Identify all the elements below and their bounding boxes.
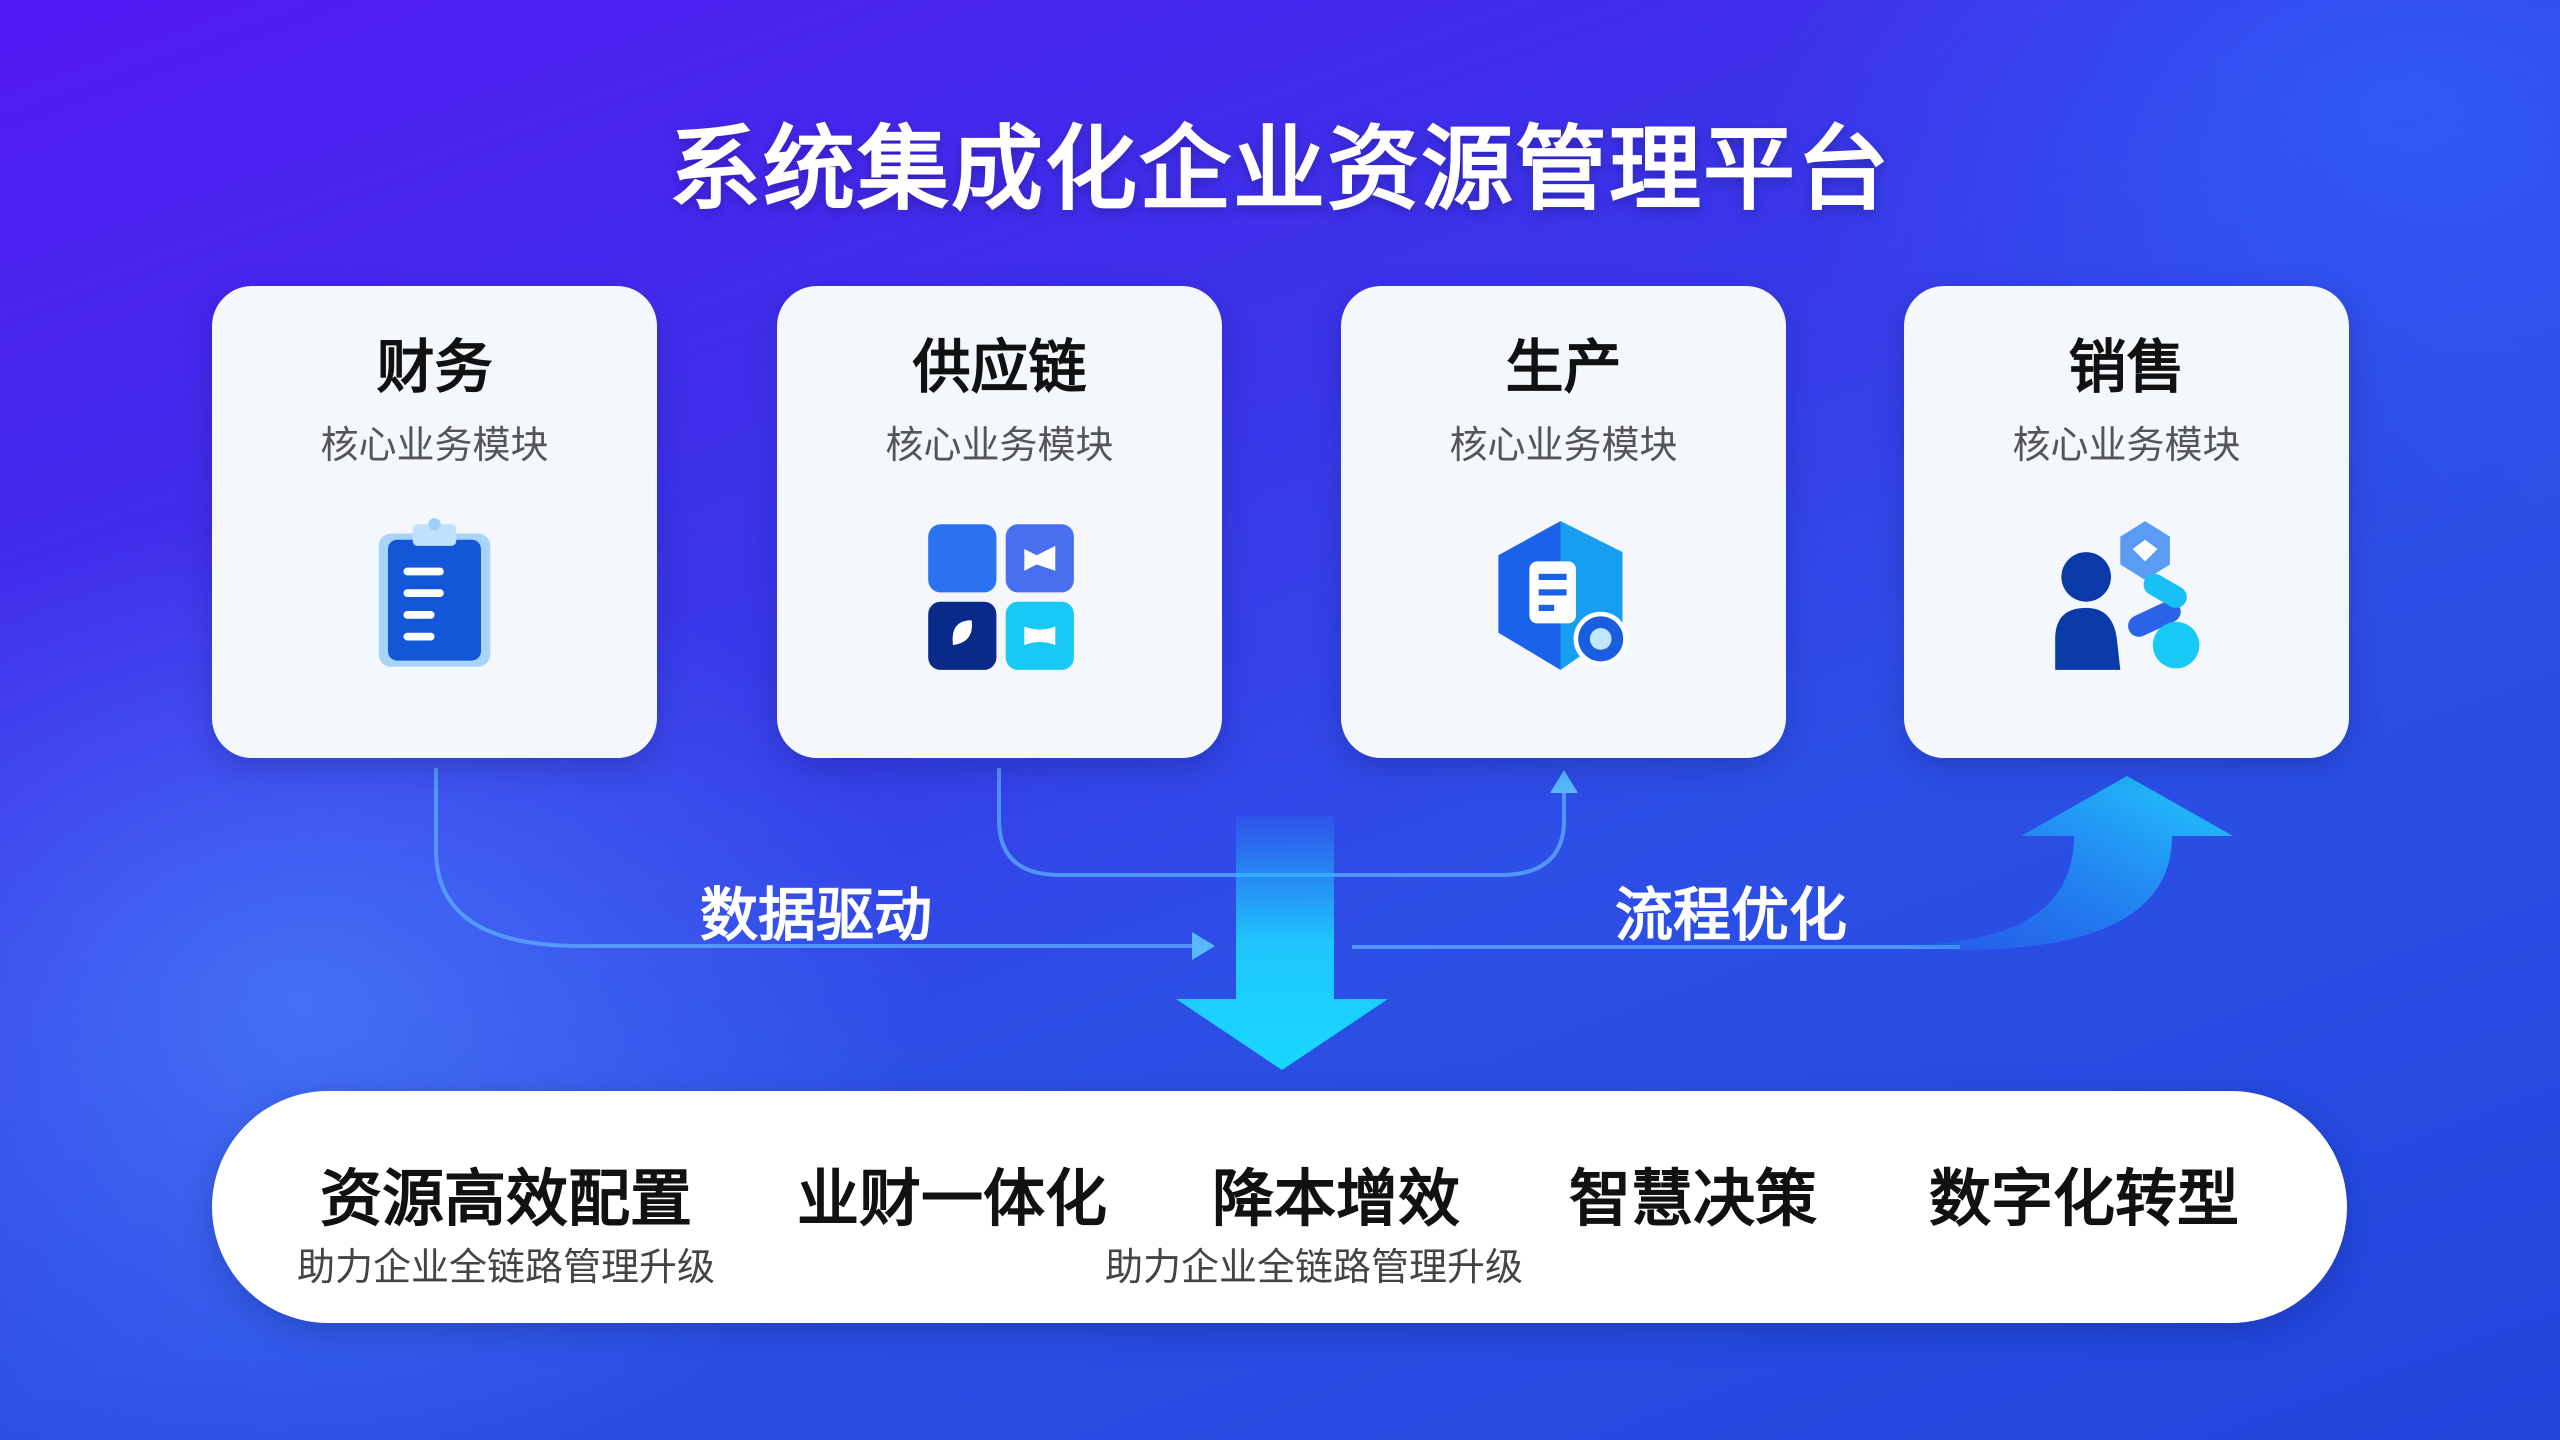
page-title: 系统集成化企业资源管理平台 [668,116,1891,223]
outcome-subtitle: 助力企业全链路管理升级 [296,1245,716,1289]
module-title: 销售 [2068,333,2185,401]
outcome-digital-transformation: 数字化转型 [1928,1162,2240,1235]
connector-finance [434,768,1200,948]
module-subtitle: 核心业务模块 [885,423,1114,467]
people-cube-icon [2055,521,2200,670]
module-card-sales[interactable]: 销售 核心业务模块 [1904,286,2349,758]
module-card-finance[interactable]: 财务 核心业务模块 [212,286,657,758]
outcome-subtitle: 助力企业全链路管理升级 [1104,1245,1524,1289]
arrowhead-icon [1192,932,1215,960]
outcomes-panel [212,1091,2347,1323]
flow-label-process: 流程优化 [1615,881,1848,949]
module-subtitle: 核心业务模块 [2012,423,2241,467]
module-card-production[interactable]: 生产 核心业务模块 [1341,286,1786,758]
outcome-business-finance: 业财一体化 [796,1162,1108,1235]
outcome-cost-efficiency: 降本增效 [1211,1162,1461,1235]
up-arrow-icon [1900,776,2233,950]
module-subtitle: 核心业务模块 [1449,423,1678,467]
module-subtitle: 核心业务模块 [320,423,549,467]
document-gear-icon [1498,521,1628,670]
down-arrow-icon [1176,816,1388,1070]
module-card-supply-chain[interactable]: 供应链 核心业务模块 [777,286,1222,758]
module-title: 财务 [376,333,493,401]
arrowhead-icon [1550,770,1578,793]
module-title: 生产 [1505,333,1622,401]
module-title: 供应链 [912,333,1087,401]
outcome-resource-allocation: 资源高效配置 [319,1162,693,1235]
grid-blocks-icon [928,524,1074,670]
outcome-smart-decision: 智慧决策 [1568,1162,1818,1235]
clipboard-icon [378,518,491,667]
flow-label-data: 数据驱动 [700,881,933,949]
